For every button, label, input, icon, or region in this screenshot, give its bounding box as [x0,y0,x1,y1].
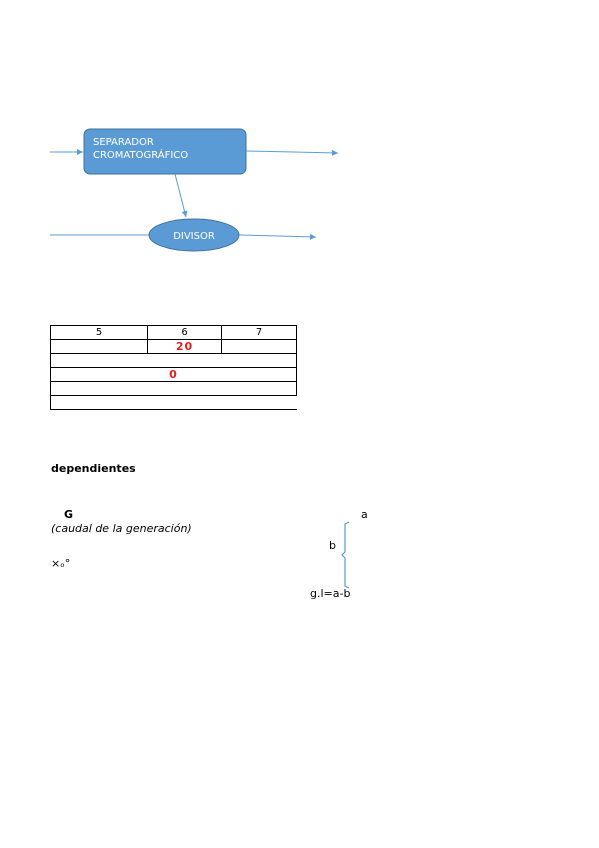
outlet-arrow-separator [245,149,339,156]
table-header-cell: 5 [50,325,148,340]
table-cell [50,339,148,354]
table-header-cell: 6 [147,325,222,340]
table-cell [50,381,297,396]
table-cell [221,339,297,354]
table-row [50,395,297,410]
heading-dependientes: dependientes [51,462,136,475]
a-label: a [361,508,368,521]
table-row [50,381,297,396]
table-cell [50,353,297,368]
table-header-row: 5 6 7 [50,325,297,340]
separator-to-divider-arrow [174,173,188,218]
b-label: b [329,539,336,552]
separator-label-line1: SEPARADOR [93,137,154,148]
bracket-icon [341,521,350,589]
table-cell [50,395,297,410]
table-header-cell: 7 [221,325,297,340]
flow-diagram: SEPARADOR CROMATOGRÁFICO DIVISOR [50,128,339,252]
gl-label: g.l=a-b [310,587,351,600]
divider-node: DIVISOR [148,218,240,252]
xo-label: ×ₒ° [51,557,71,570]
divider-label: DIVISOR [173,231,215,242]
outlet-arrow-divider [238,233,317,240]
g-caption: (caudal de la generación) [51,522,192,535]
table-row: 0 [50,367,297,382]
table-row: 20 [50,339,297,354]
table-cell-highlight: 0 [50,367,297,382]
data-table: 5 6 7 20 0 [50,325,297,410]
g-label: G [64,508,74,521]
table-row [50,353,297,368]
separator-node: SEPARADOR CROMATOGRÁFICO [83,128,247,175]
table-cell-highlight: 20 [147,339,222,354]
separator-label-line2: CROMATOGRÁFICO [93,148,188,161]
